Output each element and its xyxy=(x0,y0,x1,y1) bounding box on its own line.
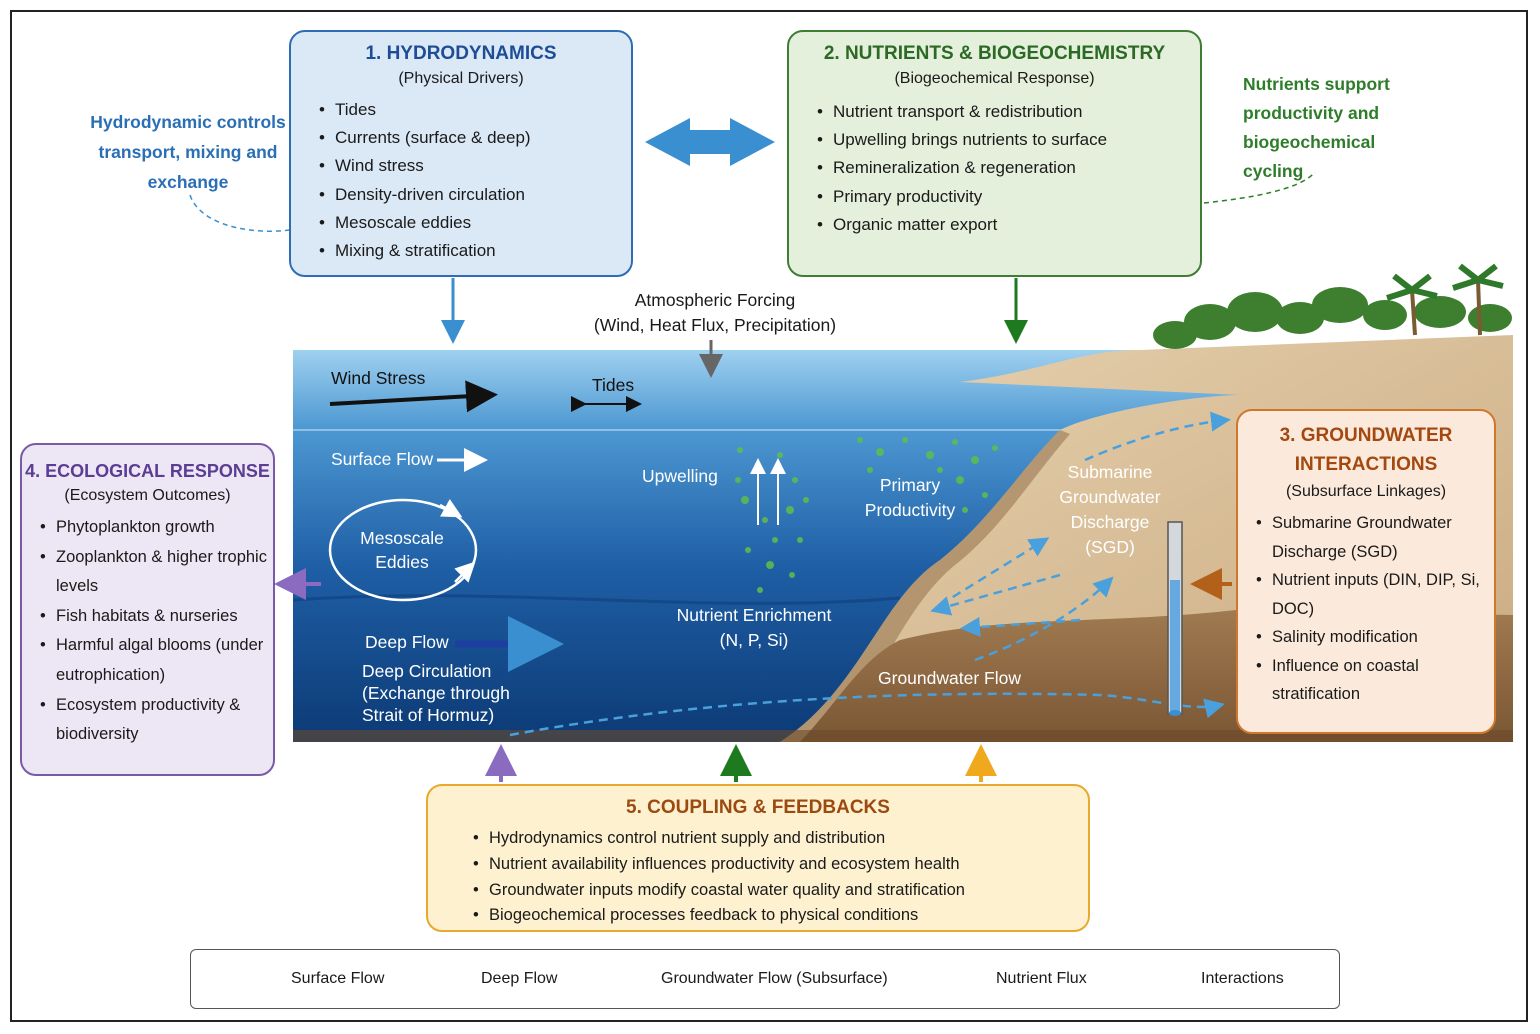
deep-flow-label: Deep Flow xyxy=(365,632,449,652)
ecological-box: 4. ECOLOGICAL RESPONSE (Ecosystem Outcom… xyxy=(20,443,275,776)
legend-surface-flow: Surface Flow xyxy=(291,970,385,987)
atmospheric-forcing-label: Atmospheric Forcing xyxy=(634,290,796,310)
deep-circulation-label-1: Deep Circulation xyxy=(362,661,492,681)
groundwater-flow-label: Groundwater Flow xyxy=(878,668,1021,688)
hydrodynamics-title: 1. HYDRODYNAMICS xyxy=(365,43,557,64)
coupling-list: Hydrodynamics control nutrient supply an… xyxy=(473,826,1088,929)
sgd-label-2: Groundwater xyxy=(1059,487,1161,507)
hydrodynamics-note: Hydrodynamic controls transport, mixing … xyxy=(90,112,286,192)
hydro-nutrients-interaction-arrow xyxy=(645,118,775,166)
list-item: Harmful algal blooms (under eutrophicati… xyxy=(40,631,273,690)
hydrodynamics-subtitle: (Physical Drivers) xyxy=(398,70,524,87)
surface-flow-label: Surface Flow xyxy=(331,449,434,469)
ecological-list: Phytoplankton growth Zooplankton & highe… xyxy=(40,513,273,750)
list-item: Wind stress xyxy=(319,152,631,180)
list-item: Upwelling brings nutrients to surface xyxy=(817,126,1200,154)
list-item: Salinity modification xyxy=(1256,623,1494,652)
groundwater-title: 3. GROUNDWATER INTERACTIONS xyxy=(1279,425,1453,475)
nutrient-enrichment-label-1: Nutrient Enrichment xyxy=(676,605,832,625)
primary-productivity-label-2: Productivity xyxy=(864,500,956,520)
list-item: Submarine Groundwater Discharge (SGD) xyxy=(1256,509,1494,566)
list-item: Fish habitats & nurseries xyxy=(40,602,273,632)
legend: Surface Flow Deep Flow Groundwater Flow … xyxy=(190,949,1340,1009)
nutrient-enrichment-label-2: (N, P, Si) xyxy=(719,630,789,650)
list-item: Biogeochemical processes feedback to phy… xyxy=(473,903,1088,929)
nutrients-subtitle: (Biogeochemical Response) xyxy=(894,70,1095,87)
groundwater-subtitle: (Subsurface Linkages) xyxy=(1285,483,1447,500)
ecological-title: 4. ECOLOGICAL RESPONSE xyxy=(25,461,270,481)
list-item: Organic matter export xyxy=(817,211,1200,239)
atmospheric-forcing-sublabel: (Wind, Heat Flux, Precipitation) xyxy=(593,315,837,335)
coupling-title: 5. COUPLING & FEEDBACKS xyxy=(626,797,890,818)
nutrients-box: 2. NUTRIENTS & BIOGEOCHEMISTRY (Biogeoch… xyxy=(787,30,1202,277)
groundwater-box: 3. GROUNDWATER INTERACTIONS (Subsurface … xyxy=(1236,409,1496,734)
deep-circulation-label-3: Strait of Hormuz) xyxy=(362,705,495,725)
sgd-label-3: Discharge xyxy=(1070,512,1150,532)
list-item: Currents (surface & deep) xyxy=(319,124,631,152)
list-item: Nutrient transport & redistribution xyxy=(817,98,1200,126)
groundwater-list: Submarine Groundwater Discharge (SGD) Nu… xyxy=(1256,509,1494,709)
list-item: Nutrient availability influences product… xyxy=(473,852,1088,878)
list-item: Phytoplankton growth xyxy=(40,513,273,543)
list-item: Zooplankton & higher trophic levels xyxy=(40,543,273,602)
list-item: Primary productivity xyxy=(817,183,1200,211)
list-item: Density-driven circulation xyxy=(319,181,631,209)
primary-productivity-label-1: Primary xyxy=(879,475,941,495)
coastal-vegetation xyxy=(1153,263,1512,349)
list-item: Tides xyxy=(319,96,631,124)
legend-groundwater-flow: Groundwater Flow (Subsurface) xyxy=(661,970,888,987)
eddies-label-line2: Eddies xyxy=(375,552,429,572)
legend-interactions: Interactions xyxy=(1201,970,1284,987)
list-item: Mixing & stratification xyxy=(319,237,631,265)
sgd-label-1: Submarine xyxy=(1067,462,1153,482)
hydrodynamics-box: 1. HYDRODYNAMICS (Physical Drivers) Tide… xyxy=(289,30,633,277)
tides-label: Tides xyxy=(592,375,635,395)
eddies-label-line1: Mesoscale xyxy=(360,528,444,548)
list-item: Influence on coastal stratification xyxy=(1256,652,1494,709)
list-item: Hydrodynamics control nutrient supply an… xyxy=(473,826,1088,852)
legend-nutrient-flux: Nutrient Flux xyxy=(996,970,1087,987)
coupling-box: 5. COUPLING & FEEDBACKS Hydrodynamics co… xyxy=(426,784,1090,932)
legend-deep-flow: Deep Flow xyxy=(481,970,558,987)
list-item: Remineralization & regeneration xyxy=(817,154,1200,182)
deep-circulation-label-2: (Exchange through xyxy=(362,683,510,703)
list-item: Groundwater inputs modify coastal water … xyxy=(473,878,1088,904)
nutrient-particles xyxy=(735,437,998,593)
nutrients-list: Nutrient transport & redistribution Upwe… xyxy=(817,98,1200,239)
ecological-subtitle: (Ecosystem Outcomes) xyxy=(64,487,231,504)
nutrients-note: Nutrients support productivity and bioge… xyxy=(1243,74,1390,181)
upwelling-label: Upwelling xyxy=(642,466,718,486)
sgd-label-4: (SGD) xyxy=(1085,537,1135,557)
hydrodynamics-list: Tides Currents (surface & deep) Wind str… xyxy=(319,96,631,265)
list-item: Mesoscale eddies xyxy=(319,209,631,237)
list-item: Ecosystem productivity & biodiversity xyxy=(40,691,273,750)
list-item: Nutrient inputs (DIN, DIP, Si, DOC) xyxy=(1256,566,1494,623)
wind-stress-label: Wind Stress xyxy=(331,368,426,388)
nutrients-title: 2. NUTRIENTS & BIOGEOCHEMISTRY xyxy=(823,43,1166,64)
